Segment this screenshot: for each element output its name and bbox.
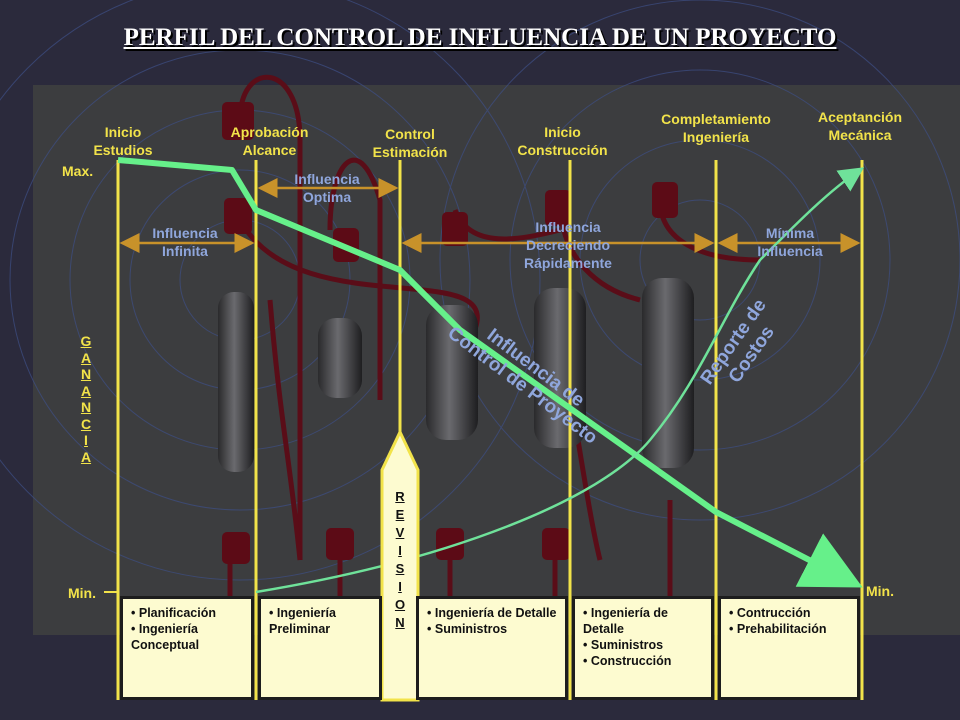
- phase-box: PlanificaciónIngeniería Conceptual: [120, 596, 254, 700]
- phase-item: Ingeniería de Detalle: [583, 605, 703, 637]
- cost-curve: [255, 167, 865, 594]
- phase-box: Ingeniería de DetalleSuministrosConstruc…: [572, 596, 714, 700]
- revision-marker: [380, 428, 420, 702]
- milestone-lines: [116, 160, 864, 700]
- axis-min-label-right: Min.: [866, 583, 894, 599]
- decorative-components: [218, 102, 694, 564]
- axis-max-label: Max.: [62, 163, 94, 179]
- phase-item: Contrucción: [729, 605, 849, 621]
- phase-item: Ingeniería Conceptual: [131, 621, 243, 653]
- phase-box: Ingeniería de DetalleSuministros: [416, 596, 568, 700]
- page-title: PERFIL DEL CONTROL DE INFLUENCIA DE UN P…: [123, 24, 837, 51]
- phase-box: Ingeniería Preliminar: [258, 596, 382, 700]
- decorative-circles: [0, 0, 960, 581]
- phase-item: Construcción: [583, 653, 703, 669]
- axis-min-label: Min.: [68, 585, 96, 601]
- phase-item: Prehabilitación: [729, 621, 849, 637]
- phase-item: Ingeniería de Detalle: [427, 605, 557, 621]
- influence-curve: [117, 157, 863, 588]
- zone-arrows: [119, 178, 861, 253]
- phase-item: Ingeniería Preliminar: [269, 605, 371, 637]
- phase-item: Planificación: [131, 605, 243, 621]
- phase-item: Suministros: [583, 637, 703, 653]
- phase-box: ContrucciónPrehabilitación: [718, 596, 860, 700]
- phase-item: Suministros: [427, 621, 557, 637]
